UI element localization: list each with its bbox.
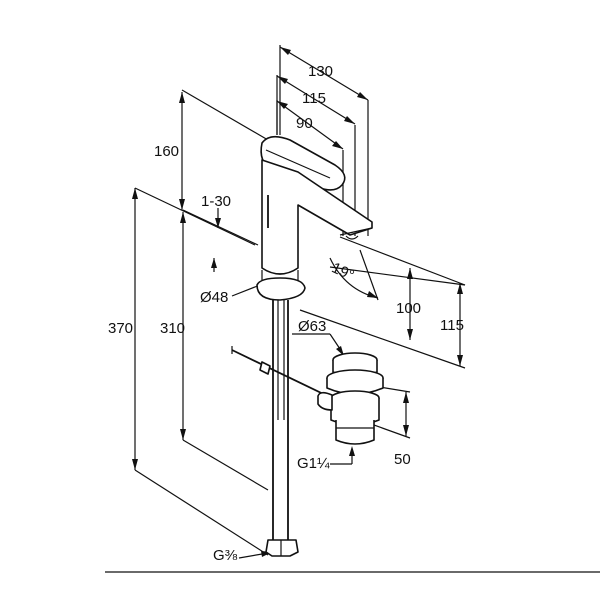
label-thread-g3-8: G⅜ (213, 547, 238, 564)
label-90: 90 (296, 115, 313, 132)
dim-130 (279, 46, 369, 101)
drain-assembly (317, 352, 384, 445)
dim-115-top (276, 75, 356, 125)
label-160: 160 (154, 143, 179, 160)
dim-160 (179, 92, 185, 210)
label-310: 310 (160, 320, 185, 337)
dim-1-30 (211, 208, 221, 272)
extension-lines (134, 45, 466, 556)
label-diameter-63: Ø63 (298, 318, 326, 335)
label-1-30: 1-30 (201, 193, 231, 210)
angle-19 (329, 257, 379, 299)
label-thread-g1-1-4: G1¼ (297, 455, 330, 472)
label-370: 370 (108, 320, 133, 337)
label-50: 50 (394, 451, 411, 468)
label-115-top: 115 (302, 90, 326, 107)
label-130: 130 (308, 63, 333, 80)
dim-310 (180, 212, 186, 440)
dim-90 (276, 100, 344, 150)
dim-115-right (457, 283, 463, 366)
label-115-right: 115 (440, 317, 464, 334)
label-diameter-48: Ø48 (200, 289, 228, 306)
label-100: 100 (396, 300, 421, 317)
dim-50 (403, 392, 409, 436)
faucet-body (256, 135, 373, 557)
dim-370 (132, 188, 138, 470)
dim-100 (407, 268, 413, 340)
